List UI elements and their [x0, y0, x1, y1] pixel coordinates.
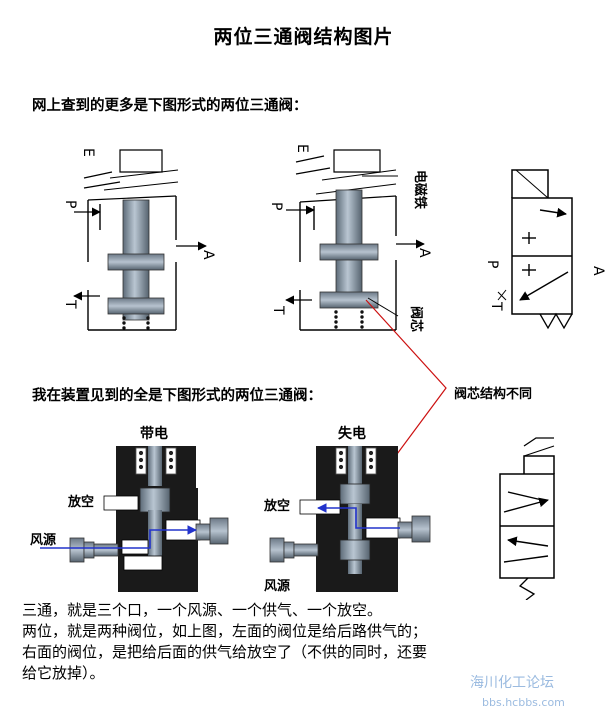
- vent-port-left: [103, 495, 139, 511]
- description-line: 右面的阀位，是把给后面的供气给放空了（不供的同时，还要: [22, 643, 428, 661]
- label-p-sym: P: [484, 260, 500, 268]
- label-t-sym: T: [488, 301, 504, 311]
- watermark-name: 海川化工论坛: [470, 675, 554, 691]
- coil-wire: [83, 171, 121, 189]
- valve-schematic-left: E P A T: [62, 148, 216, 331]
- coil-box: [119, 149, 163, 173]
- label-t-left: T: [62, 299, 78, 309]
- subtitle-bottom: 我在装置见到的全是下图形式的两位三通阀：: [32, 388, 322, 404]
- label-p-mid: P: [268, 202, 284, 210]
- spool-land-lower: [107, 297, 165, 315]
- spring-dots: [334, 310, 364, 329]
- description-line: 给它放掉）。: [22, 664, 105, 682]
- label-supply-left: 风源: [30, 532, 56, 548]
- label-a-sym: A: [590, 266, 606, 276]
- fitting-output-left: [195, 517, 229, 545]
- spool-land-upper: [319, 243, 379, 261]
- flow-path-right: [317, 503, 400, 529]
- symbol-spring: [518, 577, 536, 600]
- description-line: 三通，就是三个口，一个风源、一个供气、一个放空。: [22, 601, 383, 619]
- symbol-spring: [539, 312, 573, 330]
- label-vent-right: 放空: [263, 498, 290, 514]
- valve-diagram: E P A T E P A T 电磁铁 阀芯: [30, 144, 606, 600]
- watermark-url: bbs.hcbbs.com: [482, 696, 565, 709]
- description-line: 两位，就是两种阀位，如上图，左面的阀位是给后路供气的；: [22, 622, 428, 640]
- spring-dots: [122, 316, 150, 330]
- spool-land-lower: [319, 291, 379, 309]
- flow-path-left: [40, 525, 197, 549]
- label-t-mid: T: [270, 305, 286, 315]
- description: 三通，就是三个口，一个风源、一个供气、一个放空。 两位，就是两种阀位，如上图，左…: [22, 600, 602, 684]
- label-valve-core: 阀芯: [408, 306, 424, 332]
- label-deenergized: 失电: [338, 425, 366, 442]
- label-energized: 带电: [140, 425, 168, 442]
- spool-land-upper: [107, 253, 165, 271]
- vent-port-right: [299, 499, 341, 515]
- label-a-mid: A: [416, 248, 432, 258]
- valve-body-walls: [299, 196, 397, 331]
- valve-schematic-middle: E P A T 电磁铁 阀芯: [268, 144, 432, 332]
- page-title: 两位三通阀结构图片: [213, 26, 394, 48]
- label-electromagnet: 电磁铁: [412, 170, 428, 209]
- valve-deenergized: 失电 放空 风源: [263, 425, 431, 594]
- valve-energized: 带电 放空 风源: [30, 425, 229, 592]
- label-e-mid: E: [294, 144, 310, 153]
- label-vent-left: 放空: [67, 494, 94, 510]
- label-e-left: E: [80, 148, 96, 157]
- valve-symbol-top: P A T: [484, 169, 606, 330]
- label-core-diff: 阀芯结构不同: [454, 386, 532, 402]
- coil-wire: [295, 155, 331, 175]
- label-p-left: P: [62, 200, 78, 208]
- symbol-solenoid: [511, 169, 549, 198]
- subtitle-top: 网上查到的更多是下图形式的两位三通阀：: [32, 98, 308, 114]
- fitting-supply-right: [269, 537, 319, 563]
- fitting-output-right: [397, 515, 431, 543]
- coil-box: [333, 149, 381, 173]
- label-supply-right: 风源: [264, 578, 290, 594]
- label-a-left: A: [200, 250, 216, 260]
- valve-body-walls: [87, 196, 177, 331]
- leader-core: [367, 297, 399, 317]
- symbol-solenoid: [523, 455, 555, 474]
- fitting-supply-left: [69, 537, 119, 563]
- valve-symbol-bottom: [499, 437, 555, 600]
